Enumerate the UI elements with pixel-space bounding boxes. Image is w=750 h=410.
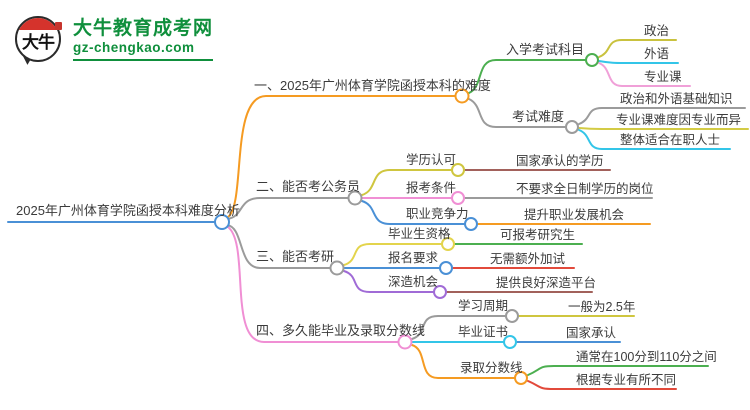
node-label[interactable]: 政治 [644, 24, 670, 38]
node-label[interactable]: 学习周期 [458, 299, 509, 313]
node-label[interactable]: 国家承认 [566, 326, 617, 340]
node-handle[interactable] [585, 53, 599, 67]
logo-icon-text: 大牛 [22, 33, 55, 53]
node-handle[interactable] [397, 334, 413, 350]
branch-3-label[interactable]: 三、能否考研 [256, 249, 335, 264]
connector-line [598, 62, 691, 87]
node-label[interactable]: 根据专业有所不同 [576, 373, 677, 387]
connector-line [343, 243, 442, 266]
node-label[interactable]: 职业竞争力 [406, 207, 469, 221]
node-handle[interactable] [454, 88, 470, 104]
connector-line [468, 59, 586, 94]
node-label[interactable]: 提升职业发展机会 [524, 208, 625, 222]
node-handle[interactable] [514, 371, 528, 385]
node-label[interactable]: 整体适合在职人士 [620, 133, 721, 147]
connector-line [361, 169, 452, 196]
node-label[interactable]: 毕业生资格 [388, 227, 451, 241]
connector-line [227, 95, 456, 218]
node-label[interactable]: 考试难度 [512, 109, 565, 124]
connector-line [411, 344, 515, 379]
connector-line [226, 197, 349, 220]
node-label[interactable]: 录取分数线 [460, 361, 523, 375]
node-handle[interactable] [439, 261, 453, 275]
node-label[interactable]: 报名要求 [388, 251, 439, 265]
node-handle[interactable] [503, 335, 517, 349]
node-label[interactable]: 国家承认的学历 [516, 154, 604, 168]
node-handle[interactable] [464, 217, 478, 231]
node-label[interactable]: 入学考试科目 [506, 42, 585, 57]
connector-line [527, 380, 677, 390]
node-handle[interactable] [441, 237, 455, 251]
node-handle[interactable] [329, 260, 345, 276]
node-handle[interactable] [433, 285, 447, 299]
branch-1-label[interactable]: 一、2025年广州体育学院函授本科的难度 [254, 78, 491, 93]
node-label[interactable]: 学历认可 [406, 153, 457, 167]
connector-line [578, 127, 749, 130]
connector-line [578, 107, 746, 125]
logo-bull-icon: 大牛 [14, 14, 64, 66]
node-handle[interactable] [565, 120, 579, 134]
node-label[interactable]: 政治和外语基础知识 [620, 92, 733, 106]
logo-subtitle: gz-chengkao.com [73, 39, 195, 55]
node-label[interactable]: 报考条件 [406, 181, 457, 195]
logo-seal-icon [55, 22, 62, 30]
branch-2-label[interactable]: 二、能否考公务员 [256, 179, 361, 194]
node-handle[interactable] [505, 309, 519, 323]
connector-line [527, 365, 709, 376]
node-label[interactable]: 通常在100分到110分之间 [576, 350, 717, 364]
connector-line [598, 39, 677, 58]
root-node-label[interactable]: 2025年广州体育学院函授本科难度分析 [16, 203, 240, 218]
connector-line [598, 60, 679, 64]
connector-line [578, 129, 731, 150]
node-label[interactable]: 可报考研究生 [500, 228, 576, 242]
node-label[interactable]: 毕业证书 [458, 325, 509, 339]
node-handle[interactable] [451, 163, 465, 177]
node-label[interactable]: 不要求全日制学历的岗位 [516, 182, 654, 196]
node-handle[interactable] [214, 214, 230, 230]
node-label[interactable]: 外语 [644, 47, 670, 61]
connector-line [468, 98, 566, 128]
connector-line [361, 200, 465, 225]
logo-title: 大牛教育成考网 [73, 17, 214, 39]
node-handle[interactable] [451, 191, 465, 205]
connector-line [226, 224, 331, 269]
node-label[interactable]: 专业课难度因专业而异 [616, 113, 742, 127]
node-label[interactable]: 无需额外加试 [490, 252, 566, 266]
branch-4-label[interactable]: 四、多久能毕业及录取分数线 [256, 323, 426, 338]
connector-line [343, 270, 434, 293]
node-label[interactable]: 深造机会 [388, 275, 439, 289]
node-label[interactable]: 专业课 [644, 70, 682, 84]
connector-line [411, 315, 506, 340]
node-label[interactable]: 一般为2.5年 [568, 300, 636, 314]
site-logo[interactable]: 大牛 大牛教育成考网 gz-chengkao.com [14, 14, 214, 66]
connector-line [227, 226, 399, 343]
node-handle[interactable] [347, 190, 363, 206]
node-label[interactable]: 提供良好深造平台 [496, 276, 597, 290]
